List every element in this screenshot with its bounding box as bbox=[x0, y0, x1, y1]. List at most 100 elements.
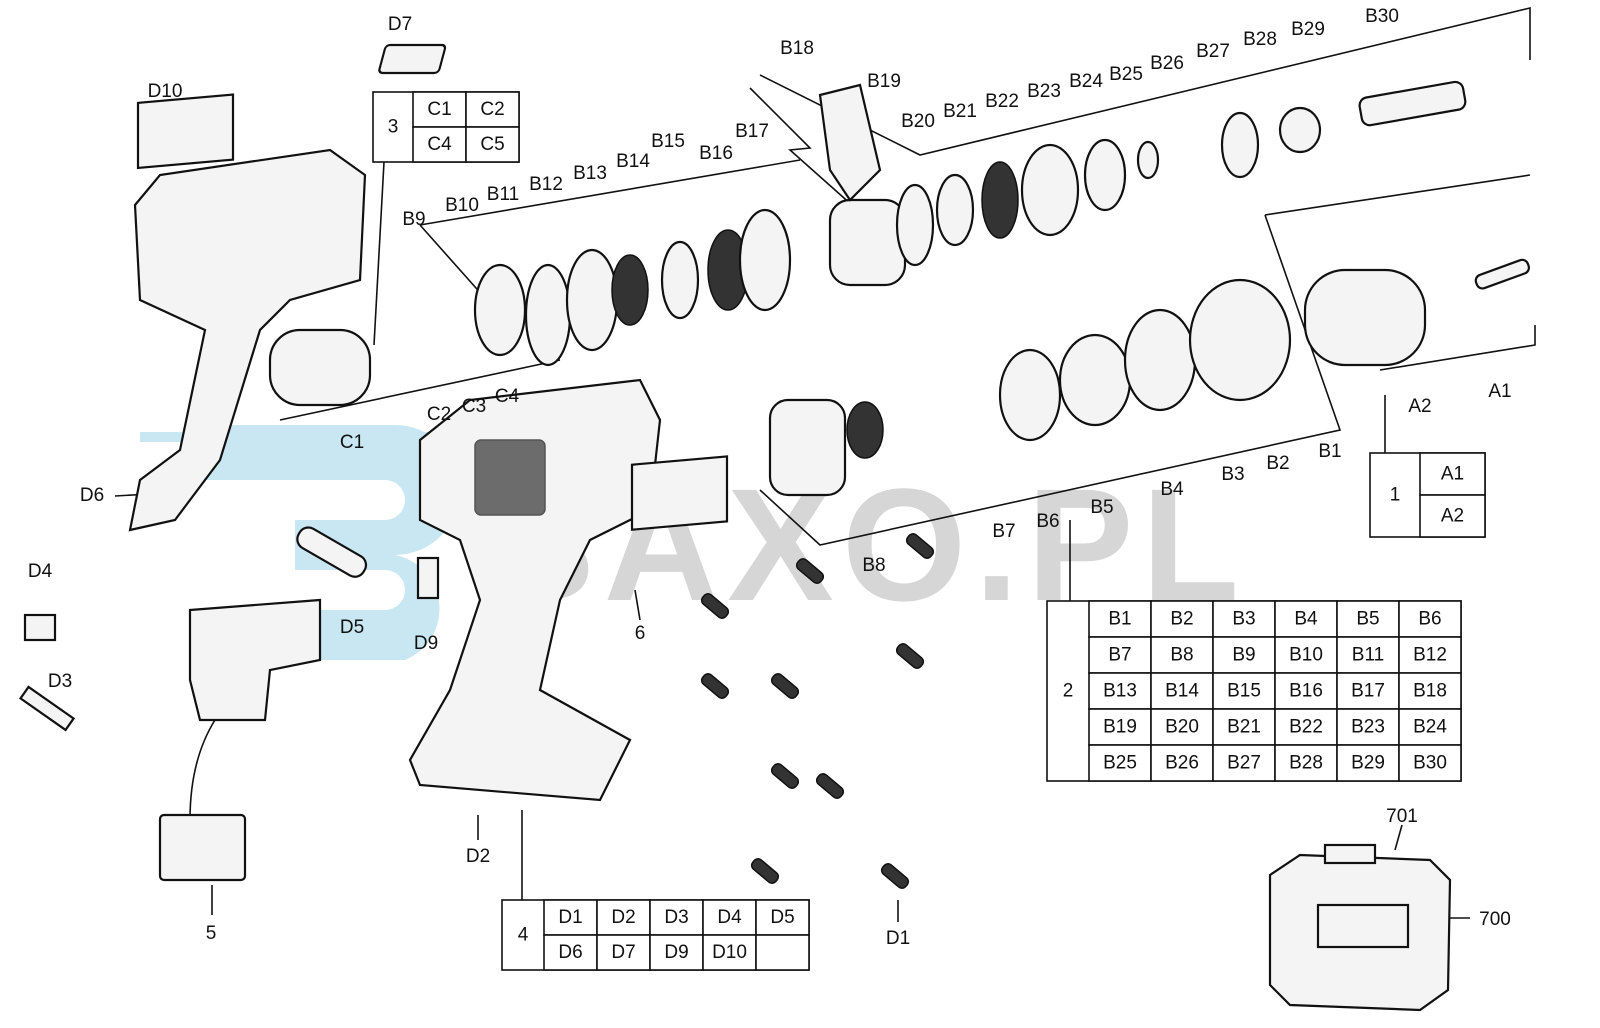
callout-B16: B16 bbox=[699, 143, 733, 164]
callout-D1: D1 bbox=[886, 928, 910, 949]
table-cell-label: B17 bbox=[1351, 681, 1385, 702]
table-cell-label: D3 bbox=[664, 907, 688, 928]
callout-B11: B11 bbox=[487, 184, 519, 205]
callout-B13: B13 bbox=[573, 163, 607, 184]
table-cell-label: B6 bbox=[1418, 609, 1441, 630]
table-cell bbox=[1088, 708, 1152, 746]
table-cell-label: B12 bbox=[1413, 645, 1447, 666]
gear-housing-b17 bbox=[828, 198, 907, 287]
group-number: 1 bbox=[1390, 485, 1401, 506]
gear-b8b bbox=[846, 401, 884, 459]
callout-B19: B19 bbox=[867, 71, 901, 92]
callout-D3: D3 bbox=[48, 671, 72, 692]
ring-b15 bbox=[738, 208, 792, 312]
table-cell bbox=[1398, 708, 1462, 746]
callout-B25: B25 bbox=[1109, 64, 1143, 85]
table-cell bbox=[755, 934, 810, 971]
table-cell-label: D5 bbox=[770, 907, 794, 928]
callout-5: 5 bbox=[206, 923, 217, 944]
callout-B23: B23 bbox=[1027, 81, 1061, 102]
table-cell-label: B4 bbox=[1294, 609, 1318, 630]
table-cell-label: B2 bbox=[1170, 609, 1193, 630]
table-cell-label: D1 bbox=[558, 907, 582, 928]
callout-B3: B3 bbox=[1221, 464, 1244, 485]
table-cell bbox=[412, 91, 467, 128]
callout-D5: D5 bbox=[340, 617, 364, 638]
motor-c1 bbox=[268, 328, 372, 407]
table-cell bbox=[1274, 636, 1338, 674]
label-sticker-d10 bbox=[136, 93, 235, 170]
table-cell bbox=[465, 126, 520, 163]
table-cell-label: B8 bbox=[1170, 645, 1193, 666]
table-cell bbox=[1274, 744, 1338, 782]
plate-b9 bbox=[473, 263, 527, 357]
label-6 bbox=[630, 455, 729, 531]
callout-700: 700 bbox=[1479, 909, 1511, 930]
case-handle-701 bbox=[1323, 843, 1377, 865]
table-cell-label: D7 bbox=[611, 942, 635, 963]
table-cell-label: D6 bbox=[558, 942, 582, 963]
table-cell bbox=[1150, 744, 1214, 782]
table-cell-label: C5 bbox=[480, 134, 504, 155]
callout-D2: D2 bbox=[466, 846, 490, 867]
carrier-b23 bbox=[1083, 138, 1127, 212]
table-cell-label: A2 bbox=[1441, 506, 1464, 527]
table-cell-label: B24 bbox=[1413, 717, 1447, 738]
spring-b4 bbox=[1058, 333, 1132, 427]
table-cell bbox=[1150, 600, 1214, 638]
table-cell bbox=[702, 934, 757, 971]
table-cell bbox=[649, 934, 704, 971]
table-cell-label: B16 bbox=[1289, 681, 1323, 702]
table-cell-label: C4 bbox=[427, 134, 452, 155]
callout-B2: B2 bbox=[1266, 453, 1289, 474]
group-number: 2 bbox=[1063, 681, 1074, 702]
callout-B7: B7 bbox=[992, 521, 1015, 542]
callout-B12: B12 bbox=[529, 174, 563, 195]
table-cell bbox=[1398, 600, 1462, 638]
callout-B5: B5 bbox=[1090, 497, 1113, 518]
vent-slots bbox=[474, 439, 546, 516]
table-cell bbox=[1088, 672, 1152, 710]
callout-D9: D9 bbox=[414, 633, 438, 654]
table-cell bbox=[596, 934, 651, 971]
table-cell-label: B18 bbox=[1413, 681, 1447, 702]
table-cell bbox=[1336, 600, 1400, 638]
callout-D10: D10 bbox=[148, 81, 183, 102]
table-cell-label: A1 bbox=[1441, 464, 1464, 485]
label-d9 bbox=[416, 556, 440, 600]
table-cell-label: D2 bbox=[611, 907, 635, 928]
ring-b3 bbox=[1123, 308, 1197, 412]
callout-B9: B9 bbox=[402, 209, 425, 230]
table-cell-label: B9 bbox=[1232, 645, 1255, 666]
table-cell bbox=[1088, 600, 1152, 638]
callout-D6: D6 bbox=[80, 485, 104, 506]
parts bbox=[18, 43, 1530, 1012]
table-cell-label: D10 bbox=[712, 942, 747, 963]
gear-b12 bbox=[611, 254, 649, 326]
callout-C1: C1 bbox=[340, 432, 364, 453]
table-cell bbox=[1212, 600, 1276, 638]
table-cell-label: C2 bbox=[480, 99, 504, 120]
table-cell-label: B10 bbox=[1289, 645, 1323, 666]
table-cell-label: B5 bbox=[1356, 609, 1379, 630]
table-cell-label: B30 bbox=[1413, 753, 1447, 774]
terminal-block bbox=[158, 813, 247, 882]
table-cell-label: B19 bbox=[1103, 717, 1137, 738]
table-cell-label: B14 bbox=[1165, 681, 1199, 702]
part-d4 bbox=[23, 613, 57, 642]
ring-b11 bbox=[565, 248, 619, 352]
table-cell bbox=[1212, 708, 1276, 746]
case-label bbox=[1316, 903, 1410, 949]
table-cell bbox=[465, 91, 520, 128]
table-cell-label: B7 bbox=[1108, 645, 1131, 666]
part-b27 bbox=[1220, 111, 1260, 179]
table-cell bbox=[1212, 744, 1276, 782]
table-cell bbox=[1336, 708, 1400, 746]
callout-B10: B10 bbox=[445, 195, 479, 216]
callout-B1: B1 bbox=[1318, 441, 1341, 462]
table-cell bbox=[1274, 600, 1338, 638]
callout-6: 6 bbox=[635, 623, 646, 644]
cover-d7 bbox=[378, 43, 447, 75]
